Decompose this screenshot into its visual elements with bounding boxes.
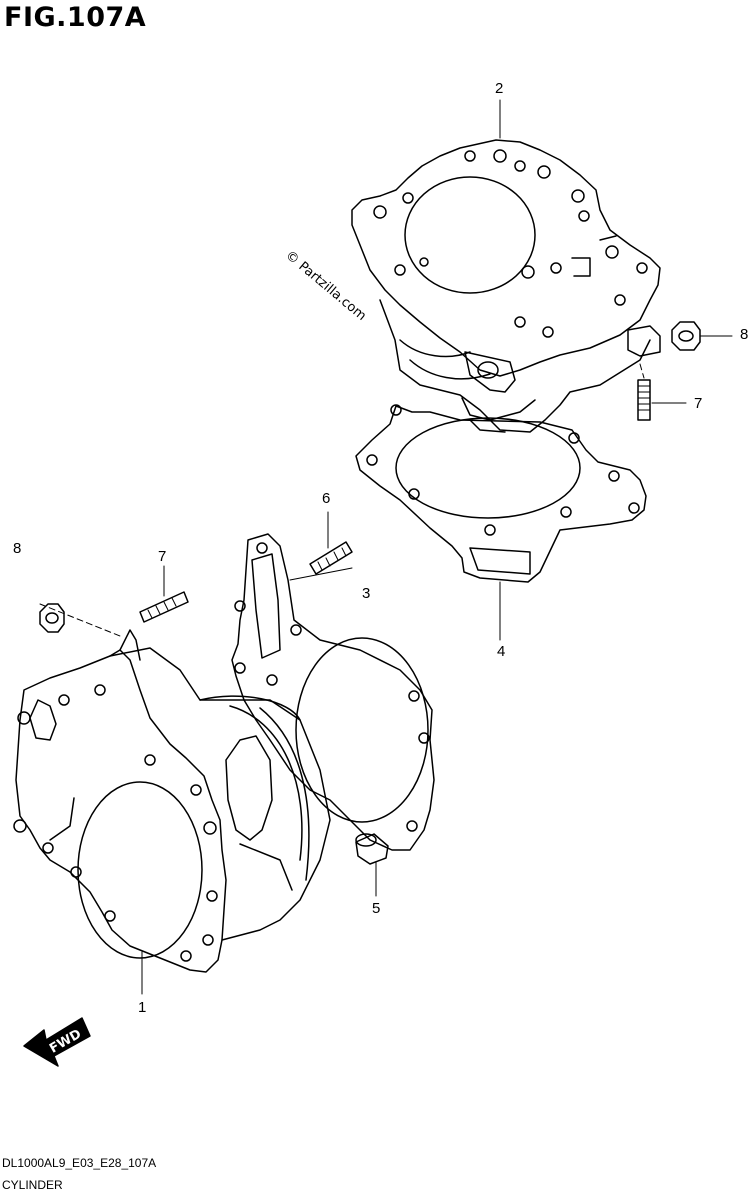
callout-6: 6: [322, 490, 331, 507]
gasket-upper-drawing: [355, 404, 647, 641]
nut-lower-drawing: [39, 603, 121, 637]
fwd-arrow-icon: FWD: [23, 1017, 91, 1067]
diagram-code: DL1000AL9_E03_E28_107A: [2, 1156, 157, 1170]
callout-8-lower: 8: [13, 540, 22, 557]
callout-7-lower: 7: [158, 548, 167, 565]
callout-8-upper: 8: [740, 326, 749, 343]
stud-upper-drawing: [637, 363, 687, 421]
dowel-drawing: [355, 833, 389, 897]
callout-5: 5: [372, 900, 381, 917]
callout-1: 1: [138, 999, 147, 1016]
callout-3: 3: [362, 585, 371, 602]
stud-6-drawing: [309, 511, 353, 575]
gasket-lower-drawing: [231, 533, 435, 851]
rear-cylinder-drawing: [351, 139, 661, 433]
callout-7-upper: 7: [694, 395, 703, 412]
front-cylinder-drawing: [13, 629, 331, 973]
callout-2-upper: 2: [495, 80, 504, 97]
stud-lower-drawing: [139, 565, 189, 623]
figure-title: FIG.107A: [4, 2, 147, 33]
callout-4: 4: [497, 643, 506, 660]
diagram-caption: CYLINDER: [2, 1178, 63, 1192]
nut-upper-drawing: [671, 321, 733, 351]
